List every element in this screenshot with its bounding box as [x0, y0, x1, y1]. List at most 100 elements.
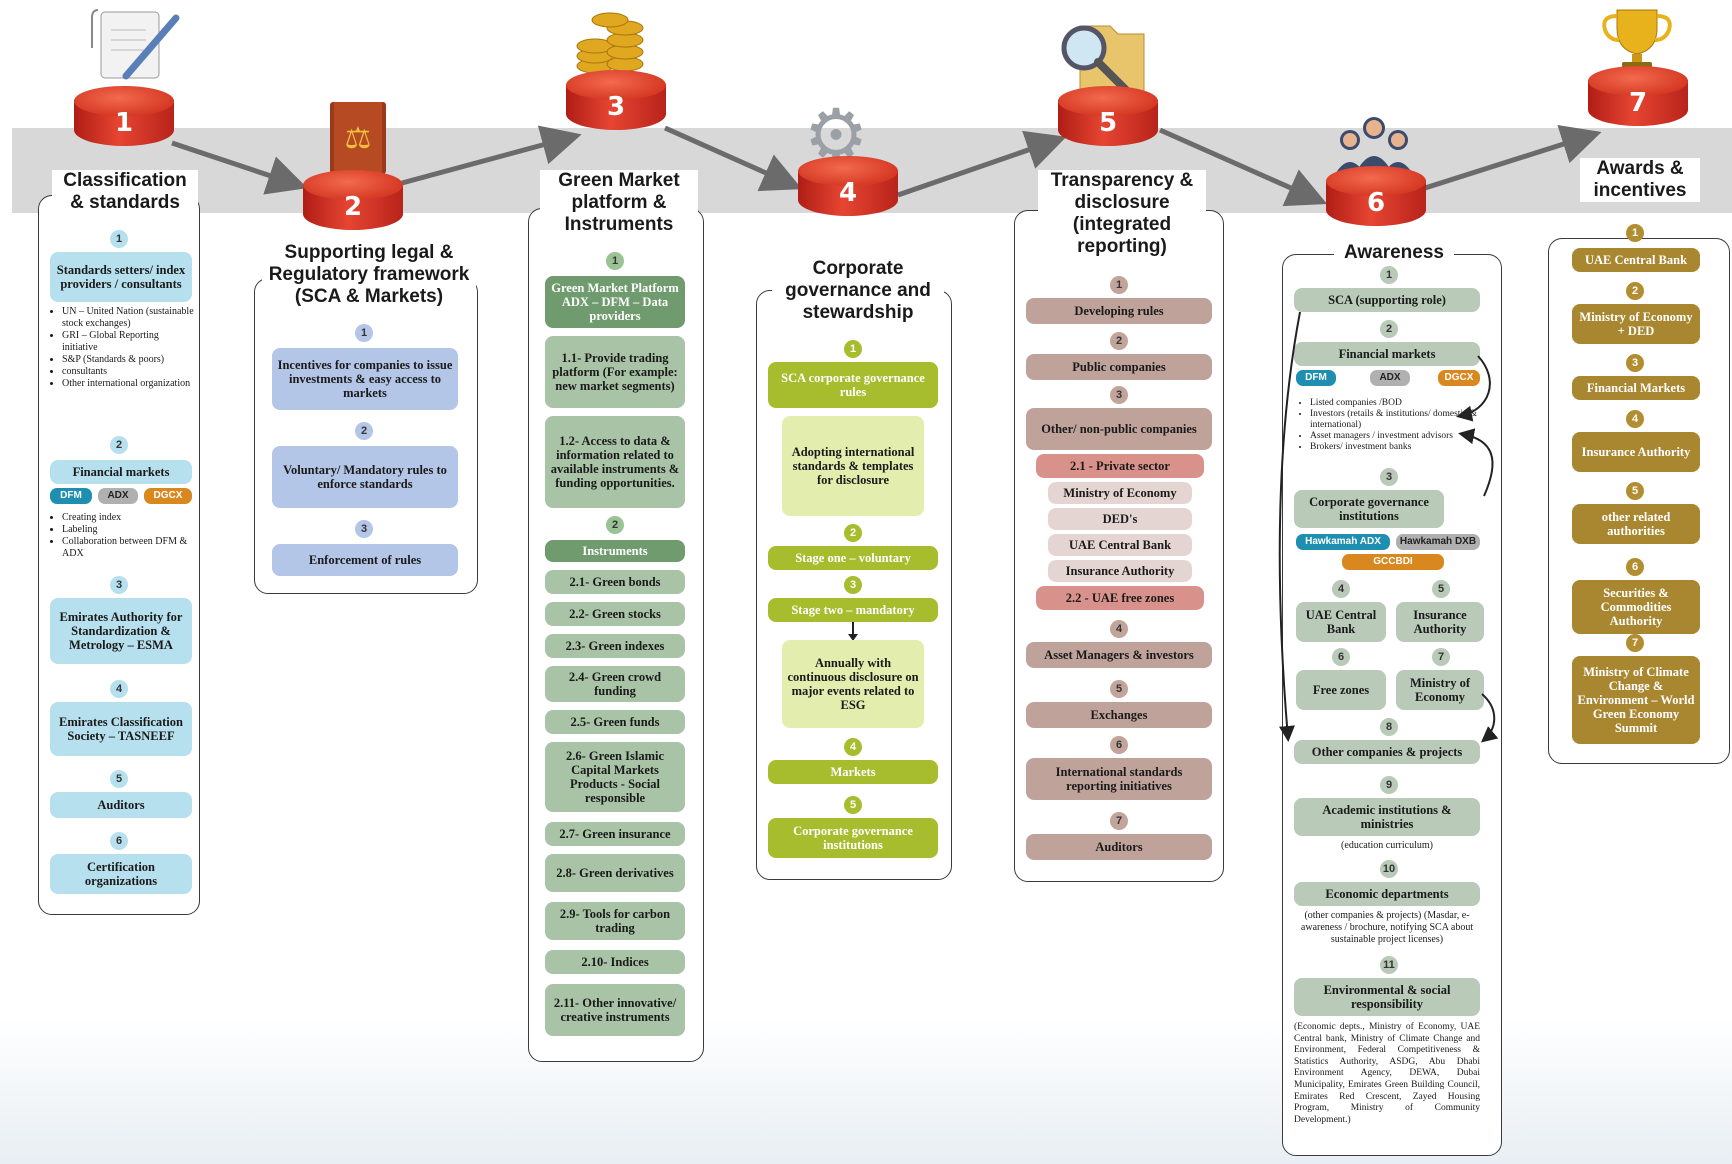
arrow-5-6 — [1158, 127, 1328, 207]
num-badge: 11 — [1380, 956, 1398, 974]
step-3-pedestal: 3 — [566, 70, 666, 132]
num-badge: 2 — [1110, 332, 1128, 350]
num-badge: 1 — [1110, 276, 1128, 294]
col6-economic-depts: Economic departments — [1294, 882, 1480, 906]
coins-icon — [570, 4, 660, 84]
num-badge: 4 — [1332, 580, 1350, 598]
magnifier-folder-icon — [1052, 16, 1152, 98]
num-badge: 1 — [844, 340, 862, 358]
num-badge: 2 — [844, 524, 862, 542]
col3-item-2-8: 2.8- Green derivatives — [545, 854, 685, 892]
step-4-pedestal: 4 — [798, 156, 898, 218]
num-badge: 1 — [1626, 224, 1644, 242]
col4-stage-one: Stage one – voluntary — [768, 546, 938, 570]
num-badge: 5 — [1432, 580, 1450, 598]
num-badge: 3 — [355, 520, 373, 538]
col3-item-2-1: 2.1- Green bonds — [545, 570, 685, 594]
step-3-title: Green Market platform & Instruments — [540, 170, 698, 236]
col3-item-2-9: 2.9- Tools for carbon trading — [545, 902, 685, 940]
col6-other-companies: Other companies & projects — [1294, 740, 1480, 764]
num-badge: 2 — [1380, 320, 1398, 338]
col5-insurance-authority: Insurance Authority — [1048, 560, 1192, 582]
tag-hawkamah-dxb: Hawkamah DXB — [1396, 534, 1480, 550]
step-5-pedestal: 5 — [1058, 86, 1158, 148]
col6-free-zones: Free zones — [1296, 670, 1386, 710]
step-2-title: Supporting legal & Regulatory framework … — [262, 242, 476, 308]
col6-insurance-authority: Insurance Authority — [1396, 602, 1484, 642]
col3-item-2-5: 2.5- Green funds — [545, 710, 685, 734]
col5-auditors: Auditors — [1026, 834, 1212, 860]
col3-green-market-platform: Green Market Platform ADX – DFM – Data p… — [545, 276, 685, 328]
step-7-title: Awards & incentives — [1580, 158, 1700, 202]
arrow-4-5 — [897, 130, 1067, 198]
num-badge: 5 — [1626, 482, 1644, 500]
step-1-pedestal: 1 — [74, 86, 174, 148]
col6-bullets: Listed companies /BODInvestors (retails … — [1296, 398, 1480, 453]
col7-ministry-climate: Ministry of Climate Change & Environment… — [1572, 656, 1700, 744]
col3-item-2-7: 2.7- Green insurance — [545, 822, 685, 846]
tag-dgcx: DGCX — [1438, 370, 1480, 386]
num-badge: 3 — [1626, 354, 1644, 372]
col6-ministry-economy: Ministry of Economy — [1396, 670, 1484, 710]
step-6-pedestal: 6 — [1326, 166, 1426, 228]
num-badge: 4 — [844, 738, 862, 756]
num-badge: 1 — [1380, 266, 1398, 284]
tag-dgcx: DGCX — [144, 488, 192, 504]
law-book-icon: ⚖ — [322, 98, 394, 178]
step-2-pedestal: 2 — [303, 170, 403, 232]
step-5-title: Transparency & disclosure (integrated re… — [1038, 170, 1206, 258]
col2-item-enforcement: Enforcement of rules — [272, 544, 458, 576]
num-badge: 4 — [110, 680, 128, 698]
col5-free-zones: 2.2 - UAE free zones — [1036, 586, 1204, 610]
trophy-icon — [1592, 4, 1682, 74]
num-badge: 7 — [1626, 634, 1644, 652]
col5-developing-rules: Developing rules — [1026, 298, 1212, 324]
num-badge: 9 — [1380, 776, 1398, 794]
col1-item-certification: Certification organizations — [50, 854, 192, 894]
col7-ministry-economy: Ministry of Economy + DED — [1572, 304, 1700, 344]
num-badge: 10 — [1380, 860, 1398, 878]
num-badge: 1 — [606, 252, 624, 270]
col1-item-tasneef: Emirates Classification Society – TASNEE… — [50, 702, 192, 756]
num-badge: 5 — [844, 796, 862, 814]
col1-item-esma: Emirates Authority for Standardization &… — [50, 598, 192, 664]
col6-environmental: Environmental & social responsibility — [1294, 978, 1480, 1016]
col6-academic: Academic institutions & ministries — [1294, 798, 1480, 836]
num-badge: 5 — [110, 770, 128, 788]
col6-cg-institutions: Corporate governance institutions — [1294, 490, 1444, 528]
col1-item-standards: Standards setters/ index providers / con… — [50, 252, 192, 302]
col5-international-standards: International standards reporting initia… — [1026, 758, 1212, 800]
col5-exchanges: Exchanges — [1026, 702, 1212, 728]
num-badge: 5 — [1110, 680, 1128, 698]
tag-hawkamah-adx: Hawkamah ADX — [1296, 534, 1390, 550]
num-badge: 1 — [110, 230, 128, 248]
col7-central-bank: UAE Central Bank — [1572, 248, 1700, 272]
col7-financial-markets: Financial Markets — [1572, 376, 1700, 400]
num-badge: 6 — [1110, 736, 1128, 754]
col6-financial-markets: Financial markets — [1294, 342, 1480, 366]
col1-bullets-1: UN – United Nation (sustainable stock ex… — [48, 306, 196, 390]
col4-sca-rules: SCA corporate governance rules — [768, 362, 938, 408]
num-badge: 3 — [844, 576, 862, 594]
num-badge: 1 — [355, 324, 373, 342]
step-1-title: Classification & standards — [52, 170, 198, 214]
num-badge: 7 — [1110, 812, 1128, 830]
tag-adx: ADX — [98, 488, 138, 504]
num-badge: 8 — [1380, 718, 1398, 736]
col4-stage-two: Stage two – mandatory — [768, 598, 938, 622]
tag-dfm: DFM — [1296, 370, 1336, 386]
col5-asset-managers: Asset Managers & investors — [1026, 642, 1212, 668]
num-badge: 2 — [110, 436, 128, 454]
num-badge: 6 — [1332, 648, 1350, 666]
col4-annual-disclosure: Annually with continuous disclosure on m… — [782, 640, 924, 728]
col1-item-auditors: Auditors — [50, 792, 192, 818]
col5-public-companies: Public companies — [1026, 354, 1212, 380]
svg-text:⚖: ⚖ — [345, 122, 372, 155]
tag-gccbdi: GCCBDI — [1342, 554, 1444, 570]
col1-bullets-2: Creating indexLabelingCollaboration betw… — [48, 512, 196, 560]
step-4-title: Corporate governance and stewardship — [772, 258, 944, 324]
num-badge: 4 — [1110, 620, 1128, 638]
col6-central-bank: UAE Central Bank — [1296, 602, 1386, 642]
col3-item-2-2: 2.2- Green stocks — [545, 602, 685, 626]
